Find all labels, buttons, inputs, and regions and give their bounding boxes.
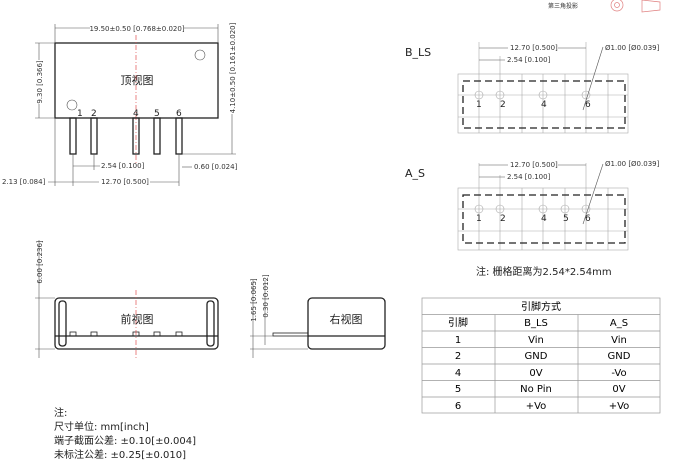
front-view-body	[54, 297, 219, 350]
projection-label: 第三角投影	[548, 2, 578, 10]
dim-pitch: 2.54 [0.100]	[101, 162, 145, 170]
notes: 注: 尺寸单位: mm[inch] 端子截面公差: ±0.10[±0.004] …	[54, 406, 196, 461]
notes-title: 注:	[54, 406, 67, 419]
table-cell: 0V	[529, 368, 542, 379]
pin-label: 2	[500, 100, 506, 110]
dim-pitch: 2.54 [0.100]	[507, 56, 551, 64]
pad-hole	[538, 90, 548, 100]
dim-pin-length: 4.10±0.50 [0.161±0.020]	[229, 22, 237, 113]
pad-hole	[495, 204, 505, 214]
table-cell: -Vo	[611, 368, 626, 379]
table-row: 2 GND GND	[455, 351, 631, 362]
pin-label: 4	[133, 109, 139, 119]
top-pins: 1 2 4 5 6	[69, 109, 183, 155]
top-view-title: 顶视图	[121, 73, 154, 87]
pin-label: 6	[176, 109, 182, 119]
dim-pin-width: 0.60 [0.024]	[194, 163, 238, 171]
front-view: 前视图 6.00 [0.236]	[35, 240, 219, 358]
dim-standoff: 1.65 [0.065]	[250, 278, 258, 322]
dim-thickness: 6.00 [0.236]	[36, 240, 44, 284]
table-cell: 5	[455, 384, 461, 395]
table-cell: No Pin	[520, 384, 552, 395]
footprint-b-ls: B_LS 1 2 4 6 12.70 [0.500] 2.54 [0.100] …	[405, 42, 660, 134]
right-view-title: 右视图	[330, 312, 363, 326]
pad-hole	[474, 90, 484, 100]
dim-hole: Ø1.00 [Ø0.039]	[605, 160, 660, 168]
table-cell: GND	[608, 351, 631, 362]
pin-label: 2	[500, 214, 506, 224]
note-line: 未标注公差: ±0.25[±0.010]	[54, 448, 186, 461]
footprint-a-s: A_S 1 2 4 5 6 12.70 [0.500] 2.54 [0.100]…	[405, 160, 660, 278]
pad-hole	[538, 204, 548, 214]
right-view: 右视图 1.65 [0.065] 0.30 [0.012]	[250, 274, 386, 358]
pin-label: 2	[91, 109, 97, 119]
pad-hole	[495, 90, 505, 100]
pin1-mark-icon	[194, 49, 206, 61]
table-cell: 2	[455, 351, 461, 362]
projection-circle-icon	[610, 0, 624, 12]
table-row: 1 Vin Vin	[455, 335, 627, 346]
dim-pitch: 2.54 [0.100]	[507, 173, 551, 181]
pin-table: 引脚方式 引脚 B_LS A_S 1 Vin Vin 2 GND GND 4 0…	[421, 297, 661, 414]
dim-span: 12.70 [0.500]	[510, 44, 558, 52]
pin-label: 5	[154, 109, 160, 119]
dim-hole: Ø1.00 [Ø0.039]	[605, 44, 660, 52]
dim-length: 19.50±0.50 [0.768±0.020]	[89, 25, 184, 33]
table-cell: 4	[455, 368, 461, 379]
right-view-body	[307, 297, 386, 350]
table-header: 引脚	[448, 316, 468, 329]
table-cell: GND	[525, 351, 548, 362]
table-header: B_LS	[524, 318, 548, 329]
pin-label: 5	[563, 214, 569, 224]
pin-label: 6	[585, 214, 591, 224]
pad-hole	[581, 90, 591, 100]
table-cell: 1	[455, 335, 461, 346]
note-line: 端子截面公差: ±0.10[±0.004]	[54, 434, 196, 447]
front-view-title: 前视图	[121, 312, 154, 326]
table-title: 引脚方式	[521, 300, 561, 313]
top-view: 顶视图 1 2 4 5 6 19.50±0.50 [0.768±0.020] 9…	[2, 22, 238, 186]
table-cell: 0V	[612, 384, 625, 395]
pad-hole	[474, 204, 484, 214]
grid-note: 注: 栅格距离为2.54*2.54mm	[476, 265, 612, 278]
pad-hole	[560, 204, 570, 214]
dim-span: 12.70 [0.500]	[510, 161, 558, 169]
dim-height: 9.30 [0.366]	[36, 60, 44, 104]
pin-label: 1	[77, 109, 83, 119]
table-cell: +Vo	[526, 401, 547, 412]
footprint-title: A_S	[405, 167, 425, 180]
pin-label: 4	[541, 100, 547, 110]
table-cell: Vin	[528, 335, 544, 346]
projection-symbol: 第三角投影	[548, 0, 661, 13]
table-cell: Vin	[611, 335, 627, 346]
table-header: A_S	[610, 318, 628, 329]
dim-span: 12.70 [0.500]	[101, 178, 149, 186]
pin-label: 1	[476, 100, 482, 110]
pin-label: 6	[585, 100, 591, 110]
table-row: 4 0V -Vo	[455, 368, 627, 379]
footprint-title: B_LS	[405, 46, 431, 59]
table-cell: +Vo	[609, 401, 630, 412]
note-line: 尺寸单位: mm[inch]	[54, 420, 149, 433]
projection-cone-icon	[641, 0, 661, 13]
pin-label: 4	[541, 214, 547, 224]
dim-offset: 2.13 [0.084]	[2, 178, 46, 186]
table-row: 5 No Pin 0V	[455, 384, 626, 395]
dim-pin-thickness: 0.30 [0.012]	[262, 274, 270, 318]
pad-hole	[581, 204, 591, 214]
table-row: 6 +Vo +Vo	[455, 401, 629, 412]
pin-label: 1	[476, 214, 482, 224]
table-cell: 6	[455, 401, 461, 412]
